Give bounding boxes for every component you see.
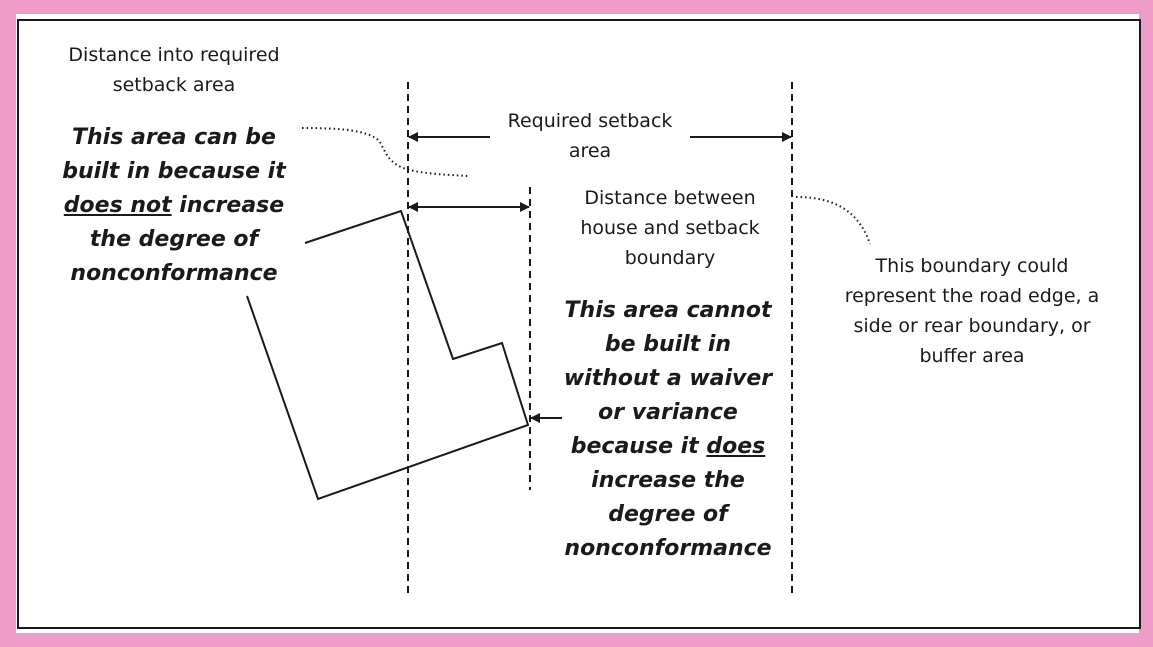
distance-between-label: Distance between house and setback bound… bbox=[580, 187, 760, 269]
leader-dotted-1 bbox=[301, 127, 469, 177]
boundary-note: This boundary could represent the road e… bbox=[844, 255, 1100, 367]
house-outline bbox=[246, 209, 530, 501]
can-build-note: This area can be built in because it doe… bbox=[62, 125, 286, 286]
inner-frame bbox=[17, 19, 1141, 629]
does-not-underlined: does not bbox=[63, 193, 172, 218]
leader-dotted-2 bbox=[795, 196, 871, 245]
distance-into-label: Distance into required setback area bbox=[68, 44, 280, 96]
required-setback-label: Required setback area bbox=[507, 110, 673, 162]
cannot-build-note: This area cannot be built in without a w… bbox=[563, 298, 773, 561]
does-underlined: does bbox=[706, 434, 766, 459]
